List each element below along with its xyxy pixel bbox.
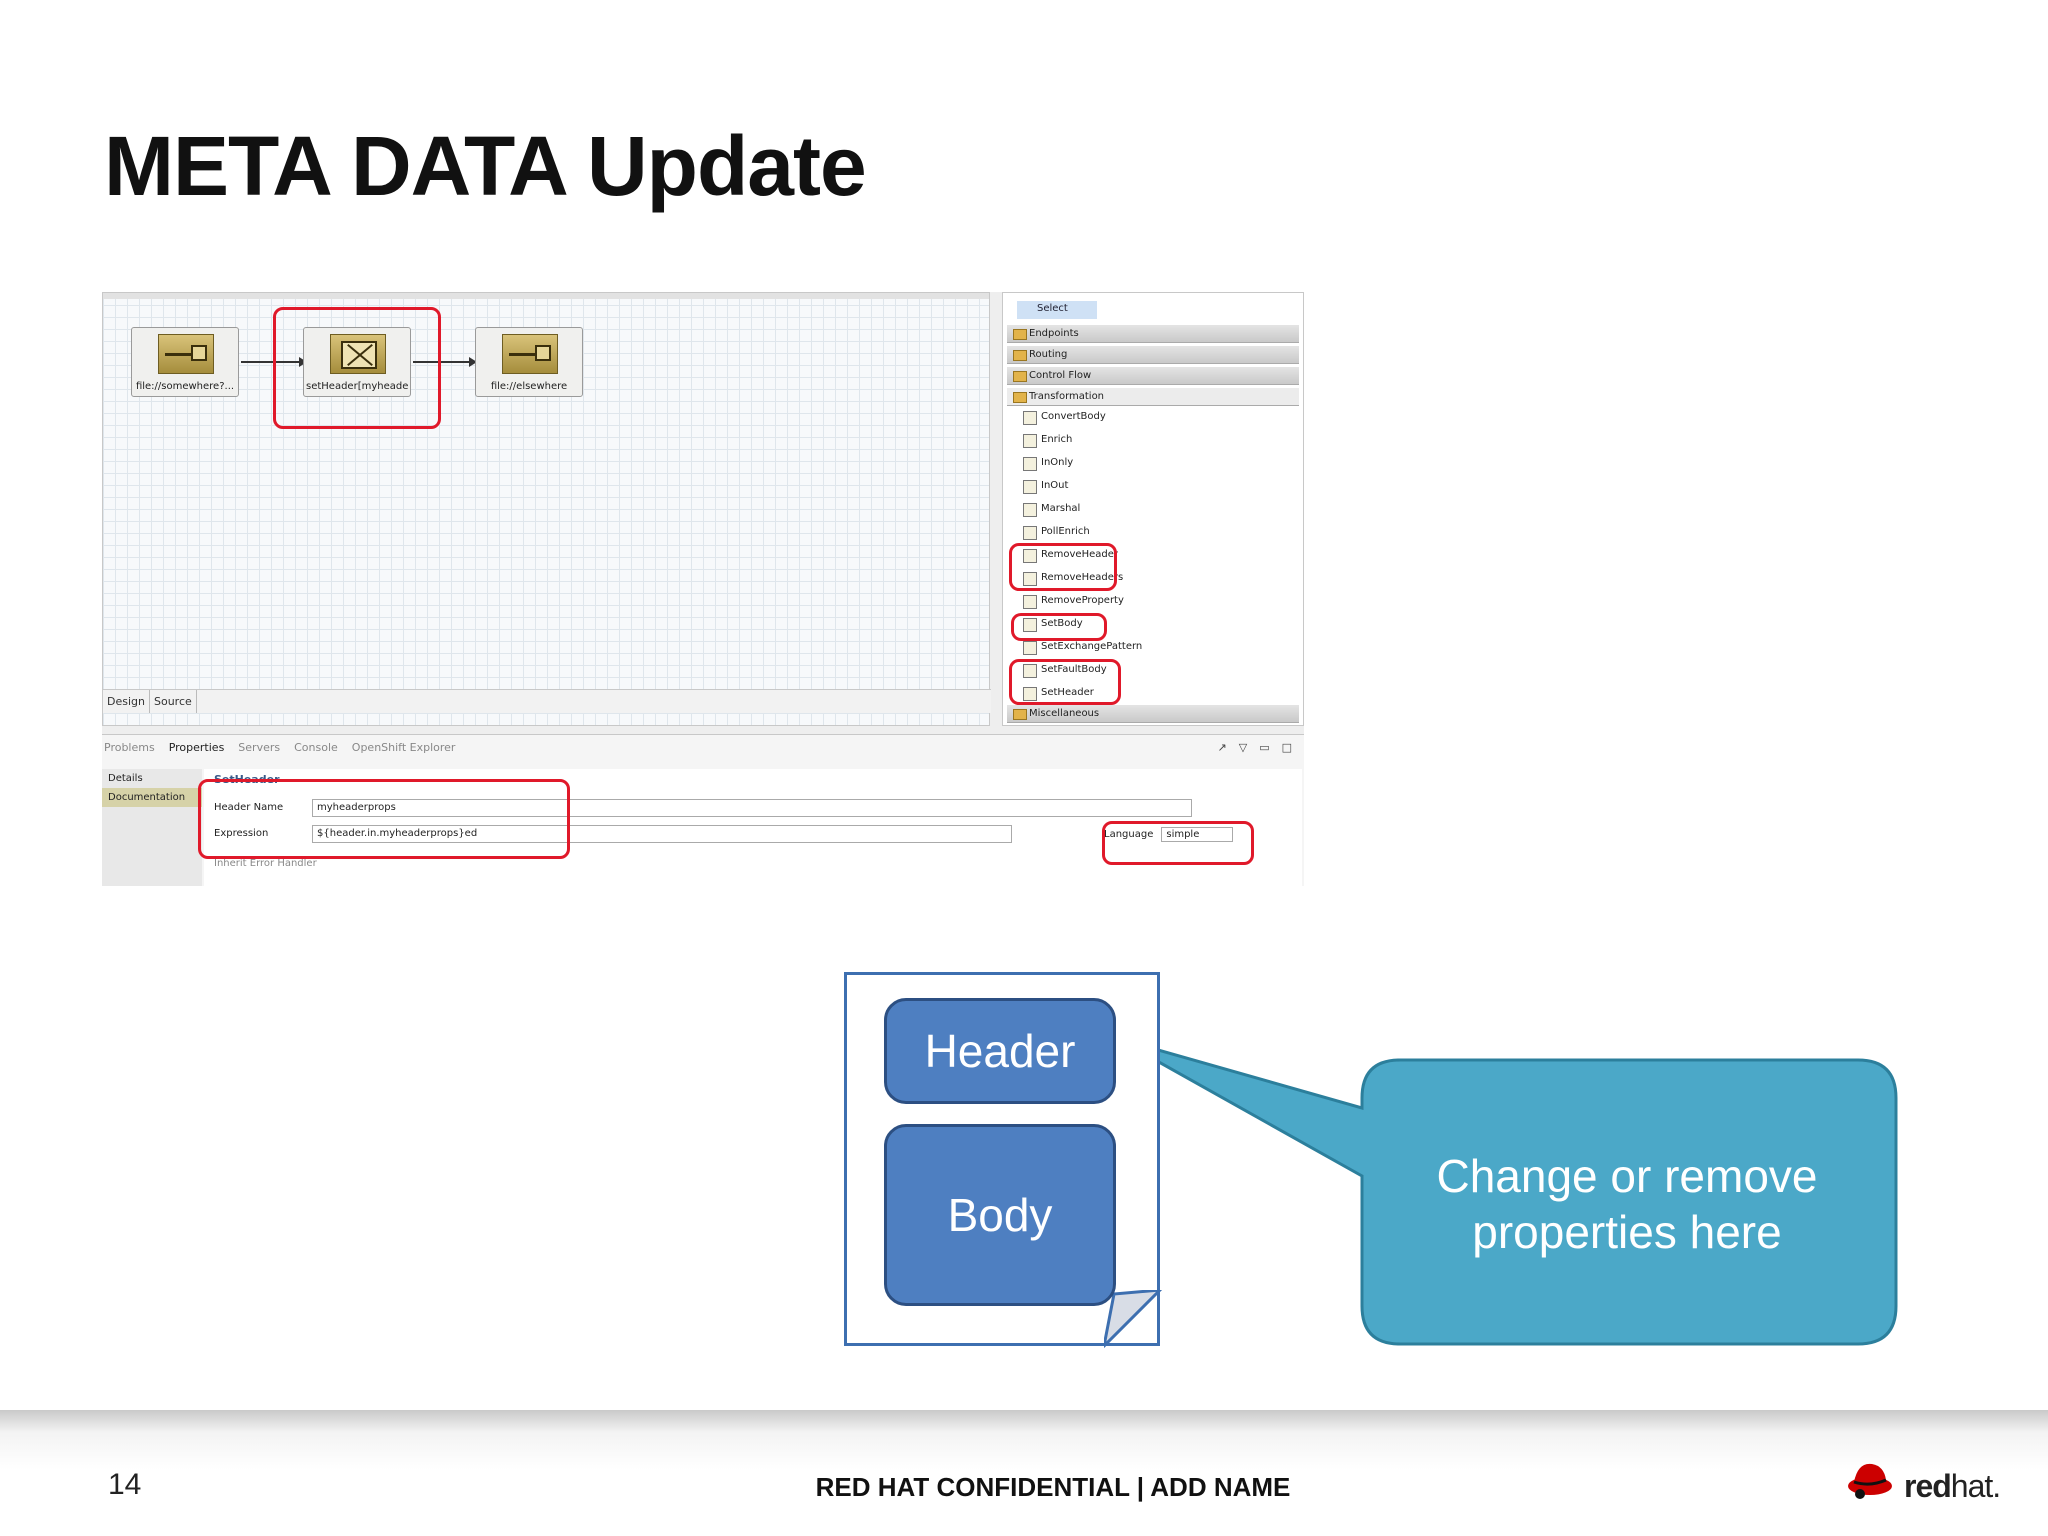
details-item[interactable]: Details — [108, 773, 143, 784]
palette-item[interactable]: RemoveHeader — [1023, 547, 1118, 563]
palette-item[interactable]: Enrich — [1023, 432, 1072, 448]
language-select[interactable]: simple — [1161, 827, 1234, 842]
route-node-label: file://somewhere?... — [135, 381, 235, 392]
details-sidebar: Details Documentation — [102, 769, 202, 886]
expression-field[interactable]: ${header.in.myheaderprops}ed — [312, 825, 1012, 843]
tab-properties[interactable]: Properties — [168, 741, 225, 754]
message-header-box: Header — [884, 998, 1116, 1104]
route-node-from[interactable]: file://somewhere?... — [131, 327, 239, 397]
callout-text: Change or remove properties here — [1362, 1064, 1892, 1344]
expression-label: Expression — [214, 828, 269, 839]
tab-servers[interactable]: Servers — [238, 741, 281, 754]
palette-drawer[interactable]: Endpoints — [1007, 325, 1299, 343]
header-name-label: Header Name — [214, 802, 284, 813]
palette-item[interactable]: RemoveProperty — [1023, 593, 1124, 609]
tab-source[interactable]: Source — [150, 690, 197, 713]
route-node-setheader[interactable]: setHeader[myheade... — [303, 327, 411, 397]
setheader-icon — [330, 334, 386, 374]
highlight-setfaultbody — [1009, 659, 1121, 705]
view-controls: ↗ ▽ ▭ □ — [1218, 741, 1293, 754]
bottom-view-tabs: Problems Properties Servers Console Open… — [102, 735, 1304, 761]
language-row: Language simple — [1104, 827, 1234, 842]
palette-item[interactable]: RemoveHeaders — [1023, 570, 1123, 586]
header-name-row: Header Name myheaderprops — [214, 799, 1194, 817]
route-canvas: file://somewhere?... setHeader[myheade..… — [102, 292, 991, 726]
highlight-setheader-node — [273, 307, 441, 429]
redhat-logo-icon — [1848, 1463, 1892, 1499]
palette-item[interactable]: InOut — [1023, 478, 1068, 494]
properties-view: Problems Properties Servers Console Open… — [102, 734, 1304, 886]
endpoint-icon — [502, 334, 558, 374]
route-node-label: file://elsewhere — [490, 381, 568, 392]
callout-line: properties here — [1472, 1206, 1782, 1258]
tab-openshift-explorer[interactable]: OpenShift Explorer — [351, 741, 456, 754]
inherit-error-handler-row: Inherit Error Handler — [214, 855, 514, 873]
palette-drawer[interactable]: Routing — [1007, 346, 1299, 364]
route-node-to[interactable]: file://elsewhere — [475, 327, 583, 397]
confidential-notice: RED HAT CONFIDENTIAL | ADD NAME — [815, 1472, 1291, 1502]
palette-drawer-open[interactable]: Transformation — [1007, 388, 1299, 406]
message-body-box: Body — [884, 1124, 1116, 1306]
highlight-setbody — [1011, 613, 1107, 641]
logo-text-light: hat. — [1950, 1468, 2001, 1504]
expression-row: Expression ${header.in.myheaderprops}ed — [214, 825, 1014, 843]
palette-select-tool[interactable]: Select — [1017, 301, 1097, 319]
inherit-error-handler-label: Inherit Error Handler — [214, 858, 317, 869]
tab-console[interactable]: Console — [294, 741, 338, 754]
highlight-header-fields — [198, 779, 570, 859]
header-name-field[interactable]: myheaderprops — [312, 799, 1192, 817]
highlight-language — [1102, 821, 1254, 865]
route-connector — [413, 357, 477, 367]
palette-item[interactable]: InOnly — [1023, 455, 1073, 471]
logo-text-bold: red — [1904, 1468, 1952, 1504]
page-number: 14 — [108, 1468, 142, 1501]
maximize-icon[interactable]: □ — [1281, 741, 1292, 754]
slide-title: META DATA Update — [104, 119, 867, 213]
palette-drawer[interactable]: Control Flow — [1007, 367, 1299, 385]
view-menu-icon[interactable]: ▽ — [1238, 741, 1248, 754]
ide-screenshot: file://somewhere?... setHeader[myheade..… — [102, 292, 1304, 886]
minimize-icon[interactable]: ▭ — [1259, 741, 1270, 754]
footer-bar — [0, 1410, 2048, 1536]
route-node-label: setHeader[myheade... — [306, 381, 408, 392]
palette-item[interactable]: SetExchangePattern — [1023, 639, 1142, 655]
palette-item[interactable]: SetFaultBody — [1023, 662, 1107, 678]
highlight-removeheader — [1009, 543, 1117, 591]
language-label: Language — [1104, 829, 1154, 840]
tab-design[interactable]: Design — [103, 690, 150, 713]
documentation-item[interactable]: Documentation — [102, 788, 202, 807]
palette-item[interactable]: Marshal — [1023, 501, 1080, 517]
palette-item[interactable]: SetHeader — [1023, 685, 1094, 701]
palette: Select Endpoints Routing Control Flow Tr… — [1002, 292, 1304, 726]
callout-bubble — [1115, 1036, 1898, 1346]
editor-tabs: Design Source — [103, 689, 991, 713]
tab-problems[interactable]: Problems — [104, 741, 155, 754]
endpoint-icon — [158, 334, 214, 374]
page-fold-icon — [1104, 1290, 1163, 1349]
canvas-top-bar — [103, 293, 989, 299]
palette-item[interactable]: SetBody — [1023, 616, 1083, 632]
callout-line: Change or remove — [1436, 1150, 1818, 1202]
palette-item[interactable]: PollEnrich — [1023, 524, 1090, 540]
properties-form: SetHeader Header Name myheaderprops Expr… — [198, 769, 1302, 886]
palette-drawer[interactable]: Miscellaneous — [1007, 705, 1299, 723]
palette-item[interactable]: ConvertBody — [1023, 409, 1106, 425]
redhat-logo-text: redhat. — [1904, 1468, 2001, 1505]
pin-icon[interactable]: ↗ — [1217, 741, 1227, 754]
